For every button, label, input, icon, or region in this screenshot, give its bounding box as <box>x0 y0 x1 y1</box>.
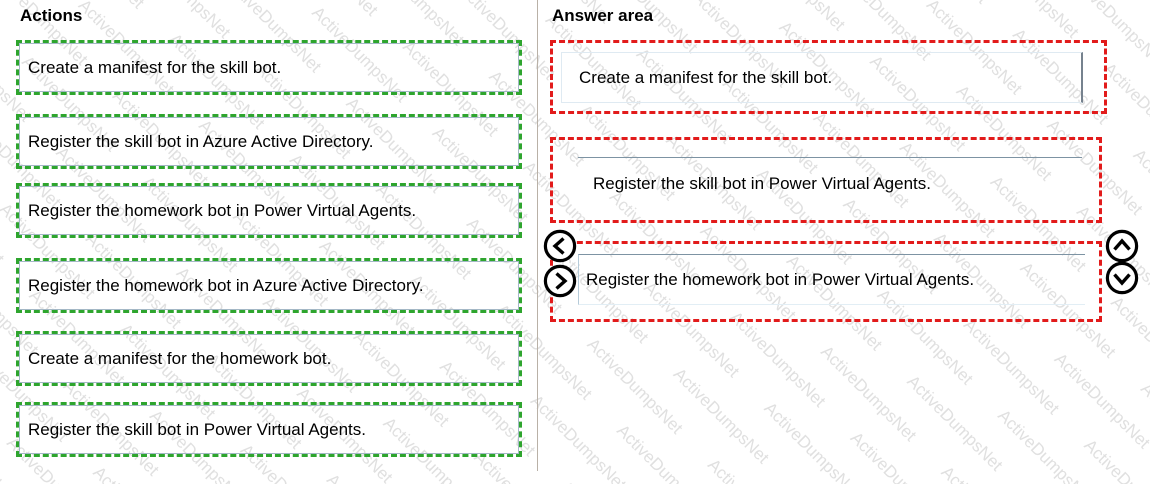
slot-separator-line <box>578 157 1082 158</box>
action-item-label: Register the skill bot in Power Virtual … <box>28 419 366 439</box>
action-item-frame: Register the homework bot in Azure Activ… <box>19 261 519 310</box>
action-item-frame: Create a manifest for the skill bot. <box>19 43 519 92</box>
chevron-up-icon <box>1105 229 1139 263</box>
answer-slot-label: Register the skill bot in Power Virtual … <box>593 174 931 193</box>
answer-slot-label: Create a manifest for the skill bot. <box>579 67 833 87</box>
action-item-2[interactable]: Register the skill bot in Azure Active D… <box>16 114 522 169</box>
chevron-down-icon <box>1105 261 1139 295</box>
action-item-frame: Register the skill bot in Power Virtual … <box>19 405 519 454</box>
action-item-label: Register the homework bot in Power Virtu… <box>28 200 417 220</box>
answer-slot-3[interactable]: Register the homework bot in Power Virtu… <box>550 241 1102 322</box>
chevron-right-icon <box>543 264 577 298</box>
action-item-label: Register the skill bot in Azure Active D… <box>28 131 374 151</box>
action-item-frame: Register the homework bot in Power Virtu… <box>19 186 519 235</box>
move-down-button[interactable] <box>1105 261 1139 295</box>
action-item-5[interactable]: Create a manifest for the homework bot. <box>16 331 522 386</box>
move-up-button[interactable] <box>1105 229 1139 263</box>
answer-area-title: Answer area <box>552 6 654 25</box>
answer-slot-frame: Create a manifest for the skill bot. <box>561 52 1083 103</box>
action-item-label: Create a manifest for the skill bot. <box>28 57 282 77</box>
action-item-3[interactable]: Register the homework bot in Power Virtu… <box>16 183 522 238</box>
answer-slot-1[interactable]: Create a manifest for the skill bot. <box>550 40 1107 114</box>
action-item-frame: Register the skill bot in Azure Active D… <box>19 117 519 166</box>
move-left-button[interactable] <box>543 229 577 263</box>
answer-slot-frame: Register the homework bot in Power Virtu… <box>578 254 1085 305</box>
action-item-label: Register the homework bot in Azure Activ… <box>28 275 424 295</box>
action-item-1[interactable]: Create a manifest for the skill bot. <box>16 40 522 95</box>
actions-panel-title: Actions <box>20 6 83 25</box>
action-item-label: Create a manifest for the homework bot. <box>28 348 332 368</box>
action-item-4[interactable]: Register the homework bot in Azure Activ… <box>16 258 522 313</box>
chevron-left-icon <box>543 229 577 263</box>
move-right-button[interactable] <box>543 264 577 298</box>
action-item-6[interactable]: Register the skill bot in Power Virtual … <box>16 402 522 457</box>
action-item-frame: Create a manifest for the homework bot. <box>19 334 519 383</box>
answer-slot-label: Register the homework bot in Power Virtu… <box>586 269 975 289</box>
answer-slot-2[interactable]: Register the skill bot in Power Virtual … <box>550 137 1102 223</box>
column-divider <box>537 0 538 471</box>
